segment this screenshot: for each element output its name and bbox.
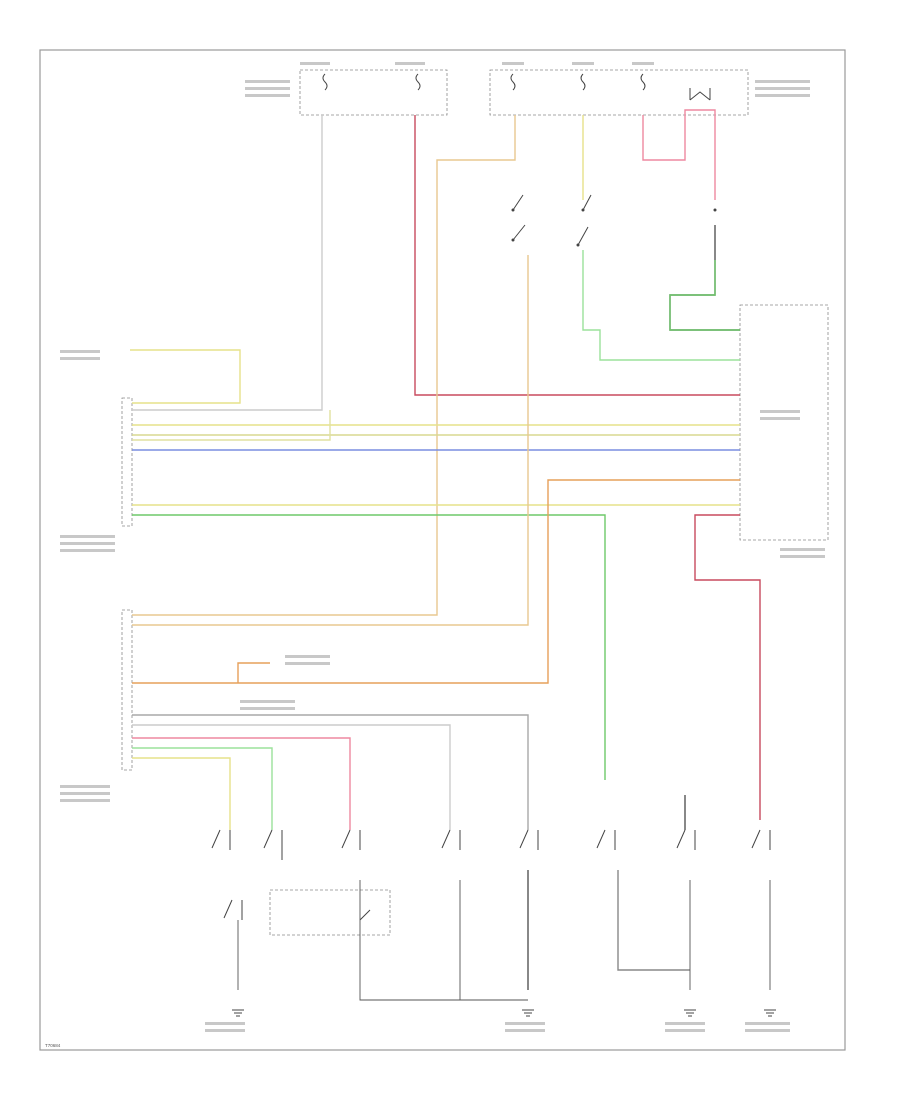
fuse-symbols: [322, 73, 711, 101]
diagram-frame: [39, 49, 846, 1051]
wires: [130, 109, 761, 990]
security-module-box: [121, 609, 133, 771]
ignition-switch-symbols: [511, 194, 717, 247]
ground-wires: [237, 880, 771, 1001]
instrument-cluster-box: [121, 397, 133, 527]
fuse-box-right: [489, 69, 749, 116]
fuse-box-left: [299, 69, 448, 116]
label-blocks: [60, 62, 825, 1032]
door-switch-symbols: [211, 829, 771, 936]
footer-code: T70684: [45, 1043, 61, 1048]
ground-icon: [232, 1009, 776, 1017]
smart-junction-box: [739, 304, 829, 541]
